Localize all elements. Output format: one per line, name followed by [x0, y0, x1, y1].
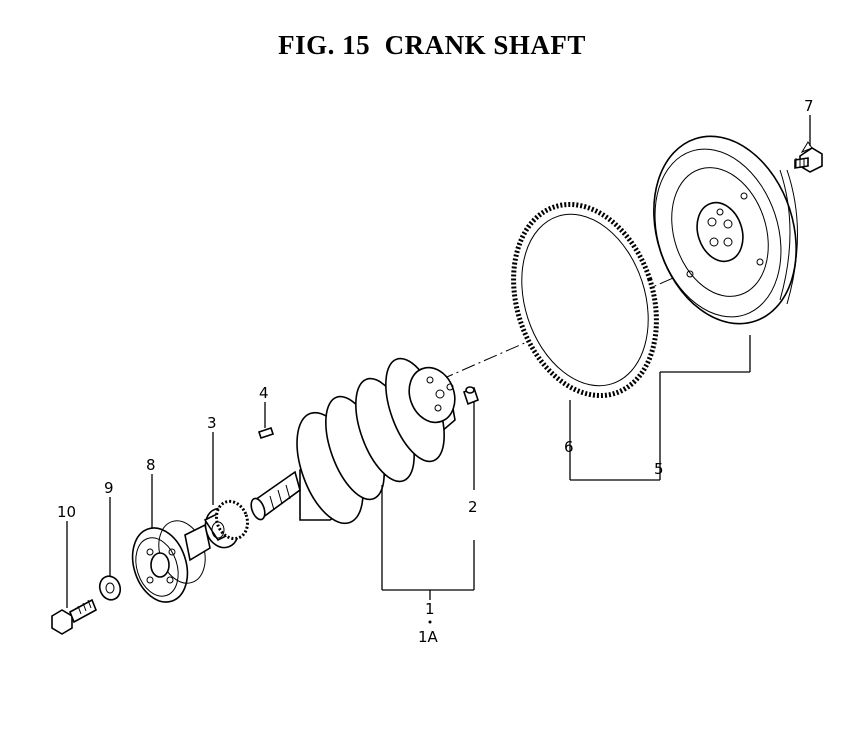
callout-1a: 1A	[418, 628, 439, 646]
callout-10: 10	[57, 503, 76, 521]
callout-4: 4	[259, 384, 269, 402]
callout-8: 8	[146, 456, 156, 474]
dowel-pin-part	[463, 386, 479, 406]
callout-9: 9	[104, 479, 114, 497]
callout-7: 7	[804, 97, 814, 115]
crank-pulley-part	[131, 520, 211, 603]
key-part	[257, 426, 275, 440]
pulley-bolt-part	[51, 598, 98, 635]
callout-3: 3	[207, 414, 217, 432]
callout-5: 5	[654, 460, 664, 478]
callout-2: 2	[468, 498, 478, 516]
callout-1: 1	[425, 600, 435, 618]
flywheel-bolt-part	[794, 141, 823, 173]
ring-gear-part	[511, 201, 659, 399]
figure-title: FIG. 15 CRANK SHAFT	[278, 30, 586, 60]
leader-lines	[66, 115, 811, 624]
crank-gear-part	[203, 499, 250, 549]
flywheel-part	[653, 135, 798, 325]
crankshaft-part	[250, 357, 456, 525]
callout-6: 6	[564, 438, 574, 456]
washer-part	[98, 575, 122, 601]
